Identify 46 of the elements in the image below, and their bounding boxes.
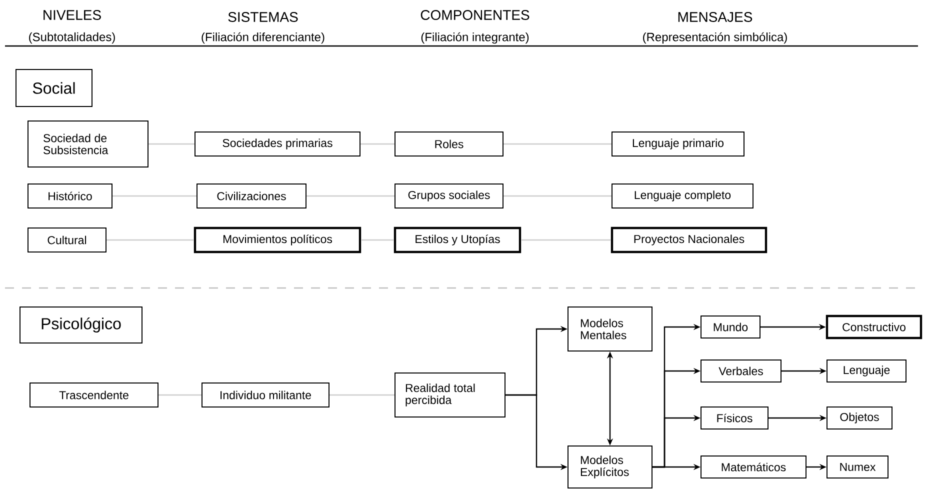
- concept-box: Lenguaje completo: [612, 184, 754, 208]
- concept-box: Verbales: [700, 360, 782, 382]
- column-subheading: (Filiación diferenciante): [202, 32, 324, 44]
- concept-box: Grupos sociales: [394, 184, 504, 208]
- column-heading: MENSAJES: [678, 12, 752, 22]
- concept-box: Constructivo: [826, 314, 922, 340]
- connector-line: [361, 239, 394, 241]
- column-heading: NIVELES: [44, 10, 101, 20]
- concept-box: Proyectos Nacionales: [610, 226, 768, 254]
- concept-box: Movimientos políticos: [194, 226, 362, 254]
- concept-box: Sociedades primarias: [194, 132, 360, 156]
- concept-box: Civilizaciones: [196, 184, 306, 208]
- concept-box: Modelos Explícitos: [568, 446, 652, 488]
- connector-line: [330, 394, 394, 396]
- concept-box: Sociedad de Subsistencia: [28, 120, 148, 168]
- concept-box: Físicos: [700, 406, 768, 430]
- concept-box: Lenguaje: [826, 360, 906, 382]
- concept-box: Trascendente: [30, 382, 158, 408]
- concept-box: Mundo: [700, 316, 760, 338]
- connector-line: [504, 195, 612, 197]
- heading-box: Psicológico: [20, 306, 142, 344]
- concept-box: Roles: [394, 132, 504, 156]
- connector-line: [360, 143, 394, 145]
- connector-line: [306, 195, 394, 197]
- column-subheading: (Filiación integrante): [421, 32, 529, 44]
- column-heading: SISTEMAS: [228, 12, 298, 22]
- concept-box: Objetos: [826, 406, 892, 430]
- concept-box: Histórico: [28, 184, 112, 208]
- connector-line: [148, 143, 194, 145]
- column-subheading: (Subtotalidades): [29, 32, 115, 44]
- connector-line: [504, 143, 612, 145]
- connector-line: [106, 239, 194, 241]
- concept-box: Modelos Mentales: [568, 306, 652, 352]
- concept-box: Individuo militante: [202, 382, 330, 408]
- column-heading: COMPONENTES: [420, 10, 530, 20]
- concept-box: Matemáticos: [700, 456, 806, 478]
- column-subheading: (Representación simbólica): [643, 32, 787, 44]
- concept-box: Cultural: [28, 228, 106, 252]
- concept-box: Lenguaje primario: [612, 132, 744, 156]
- connector-line: [112, 195, 196, 197]
- concept-box: Numex: [826, 456, 888, 478]
- heading-box: Social: [16, 69, 92, 107]
- concept-box: Realidad total percibida: [394, 372, 506, 418]
- connector-line: [158, 394, 202, 396]
- concept-box: Estilos y Utopías: [394, 226, 522, 254]
- connector-line: [521, 239, 611, 241]
